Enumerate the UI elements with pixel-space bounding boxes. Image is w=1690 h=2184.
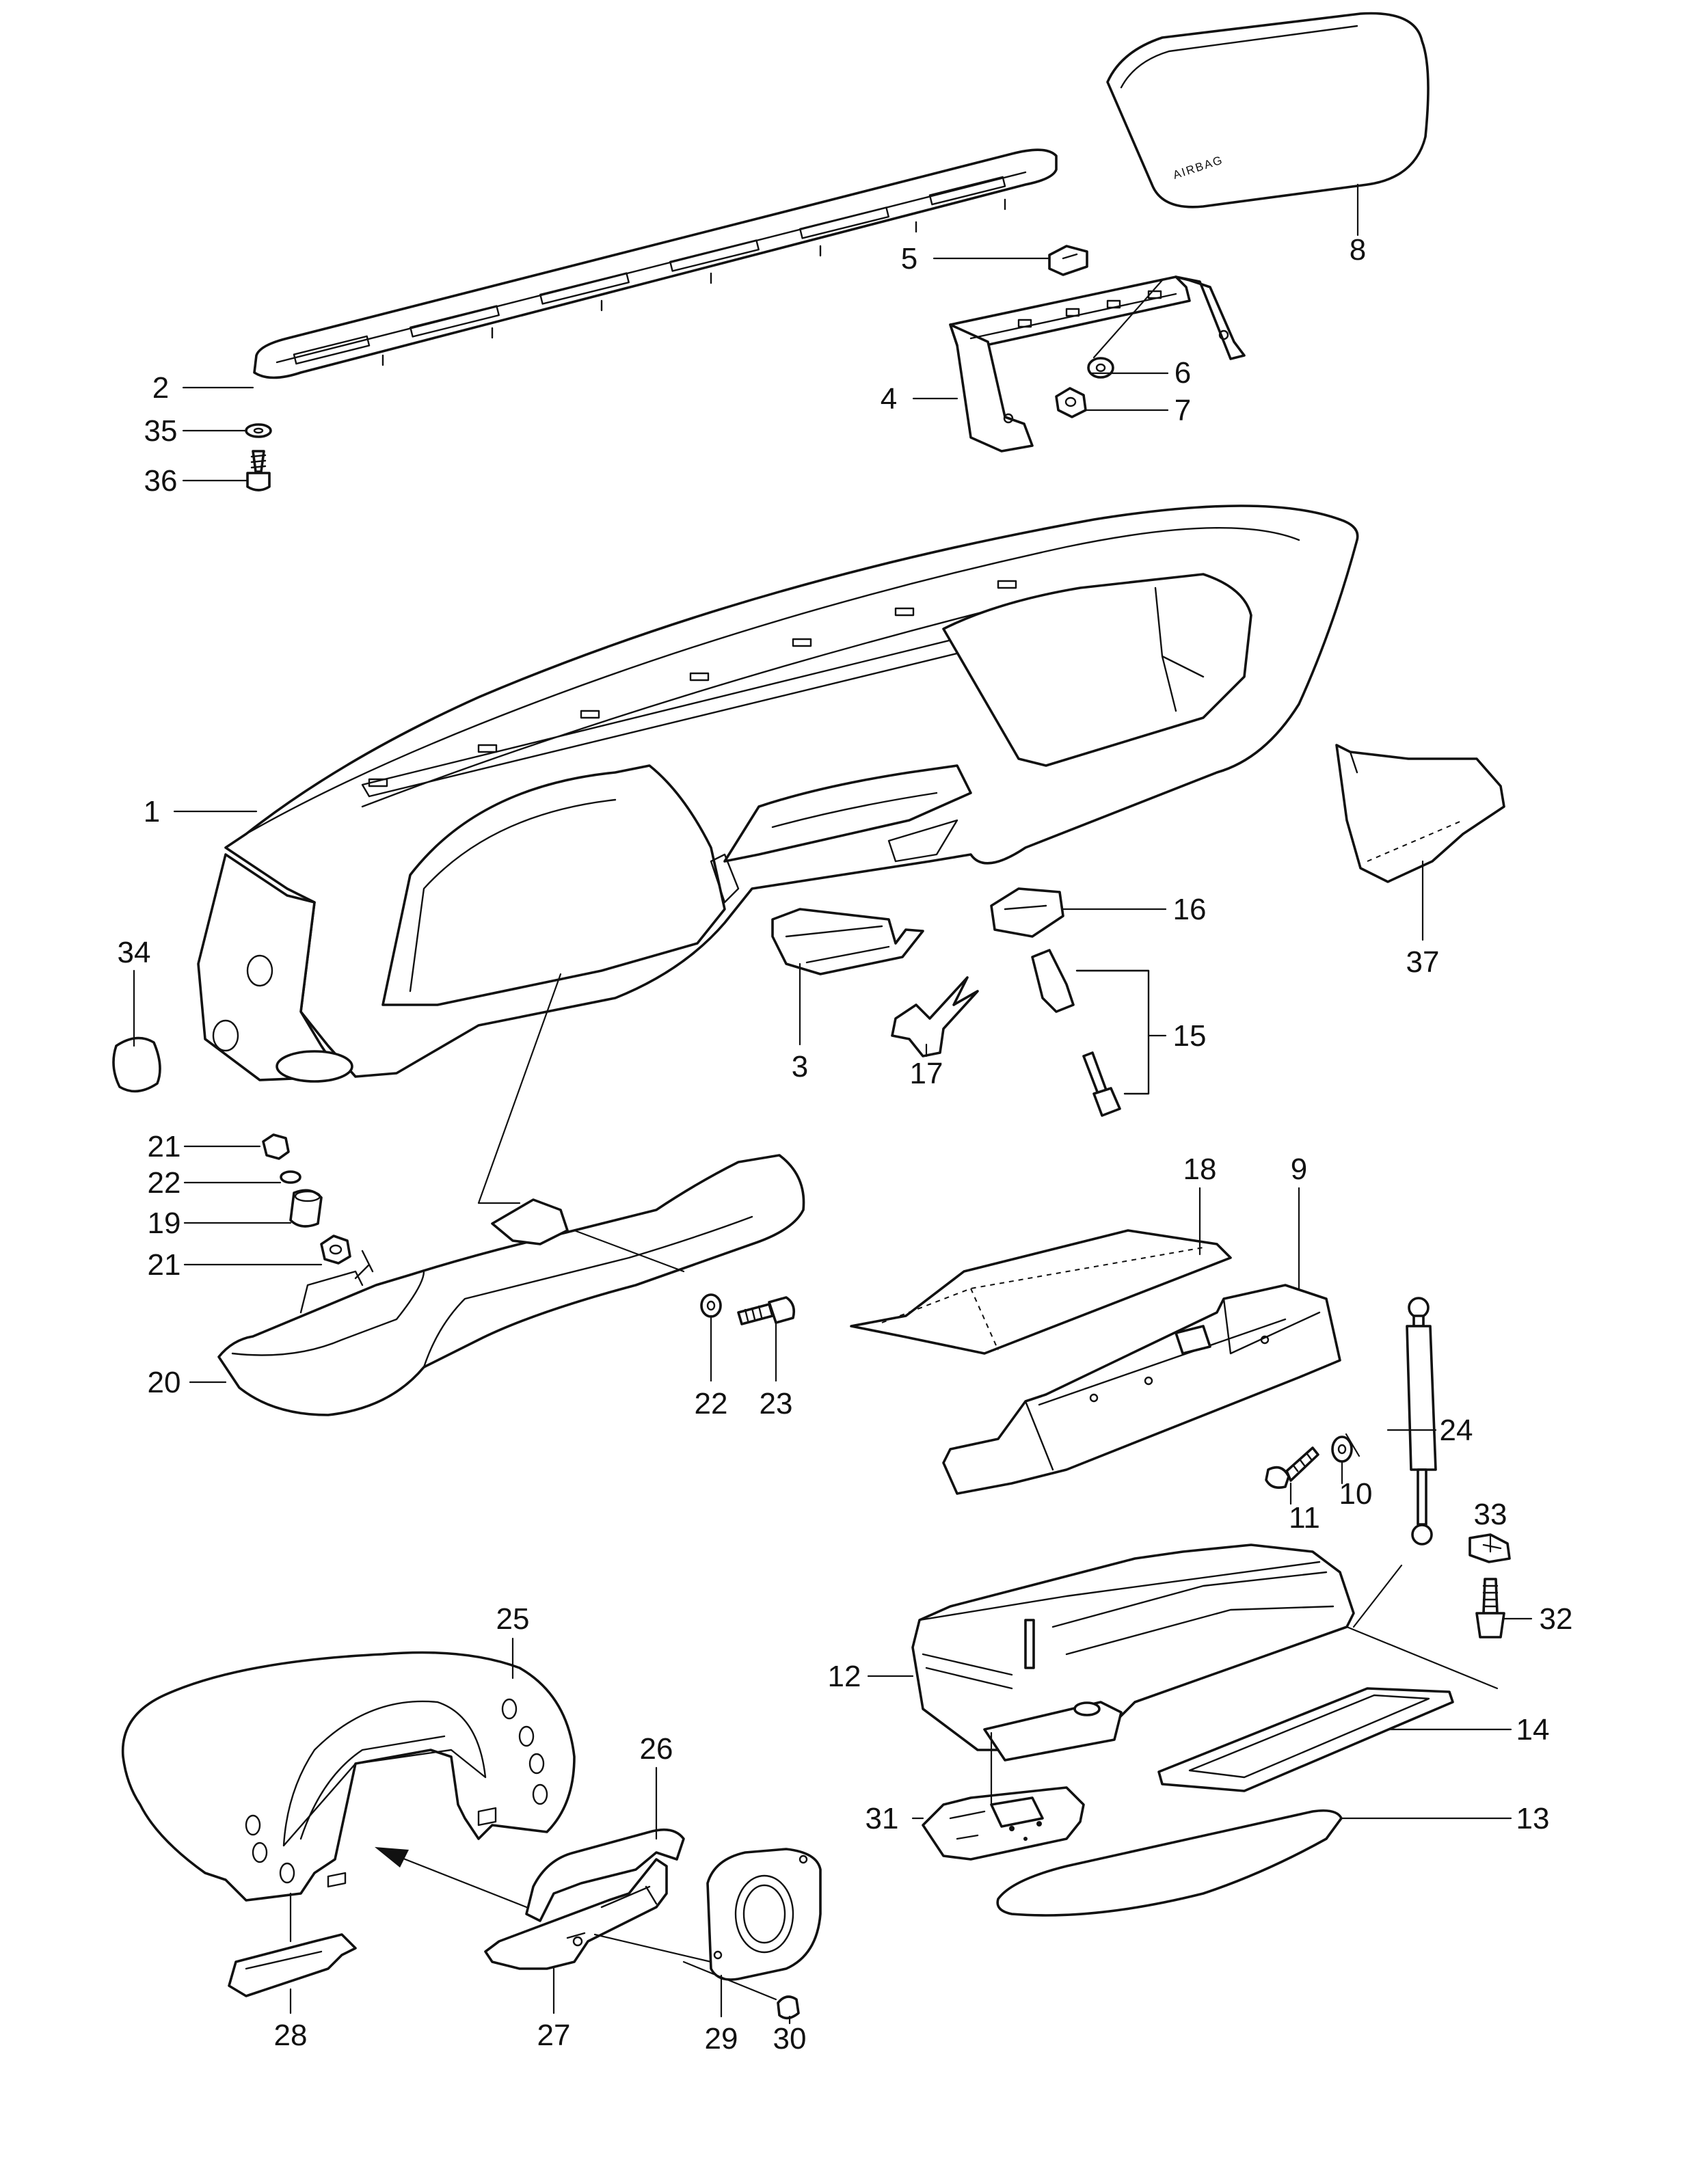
callout-17: 17 [910, 1057, 943, 1090]
callout-22b: 22 [695, 1387, 728, 1420]
callouts: 1 2 3 4 5 6 7 8 9 10 11 12 13 14 15 16 1… [118, 233, 1573, 2055]
callout-27: 27 [537, 2019, 571, 2052]
gas-strut-24 [1406, 1297, 1437, 1546]
liner-18 [850, 1229, 1232, 1355]
callout-29: 29 [705, 2022, 738, 2055]
glovebox-frame-9 [942, 1284, 1341, 1495]
lock-cylinder-15 [1031, 949, 1150, 1117]
callout-37: 37 [1406, 945, 1440, 979]
callout-21b: 21 [148, 1248, 181, 1282]
callout-5: 5 [901, 242, 917, 275]
callout-1: 1 [144, 795, 160, 828]
latch-17 [891, 976, 979, 1057]
trim-strip [253, 148, 1058, 379]
callout-8: 8 [1350, 233, 1366, 267]
screw-11 [1265, 1446, 1319, 1489]
callout-32: 32 [1540, 1602, 1573, 1636]
callout-22a: 22 [148, 1166, 181, 1200]
callout-36: 36 [144, 464, 178, 498]
washer-10 [1331, 1435, 1353, 1463]
callout-11: 11 [1289, 1501, 1320, 1535]
nut-21-top [262, 1133, 290, 1160]
cap-34 [112, 1036, 161, 1093]
callout-13: 13 [1516, 1802, 1550, 1835]
leader-lines [133, 183, 1533, 2025]
screw-36 [246, 450, 271, 491]
bracket-28 [228, 1933, 357, 1997]
lock-housing-31 [922, 1786, 1085, 1861]
callout-23: 23 [760, 1387, 793, 1420]
callout-19: 19 [148, 1206, 181, 1240]
callout-2: 2 [152, 371, 169, 405]
callout-33: 33 [1474, 1498, 1507, 1531]
flap-panel-14 [1157, 1687, 1454, 1792]
bolt-23 [737, 1296, 796, 1325]
clip-5 [1048, 245, 1088, 276]
dashboard-body [197, 504, 1359, 1083]
callout-26: 26 [640, 1732, 673, 1766]
washer-22-top [280, 1170, 301, 1184]
callout-9: 9 [1291, 1152, 1307, 1186]
switch-16 [990, 887, 1064, 938]
callout-24: 24 [1440, 1414, 1473, 1447]
callout-16: 16 [1173, 893, 1207, 926]
callout-28: 28 [274, 2019, 308, 2052]
buffer-32 [1475, 1578, 1505, 1639]
trim-mat-13 [996, 1809, 1343, 1917]
callout-15: 15 [1173, 1019, 1207, 1053]
airbag-cover: AIRBAG [1106, 12, 1430, 208]
airbag-bracket [949, 275, 1246, 453]
callout-4: 4 [881, 382, 897, 416]
callout-30: 30 [773, 2022, 807, 2055]
callout-12: 12 [828, 1660, 861, 1693]
bracket-3 [771, 908, 924, 975]
ring-plate-29 [706, 1848, 822, 1981]
callout-20: 20 [148, 1366, 181, 1399]
callout-31: 31 [866, 1802, 899, 1835]
callout-21a: 21 [148, 1130, 181, 1163]
nut-21-bottom [320, 1235, 351, 1265]
washer-35 [245, 423, 272, 438]
washer-6 [1087, 357, 1114, 379]
callout-3: 3 [792, 1050, 808, 1083]
assembly-arrow [375, 1847, 528, 1909]
callout-18: 18 [1183, 1152, 1217, 1186]
washer-22-side [700, 1293, 722, 1318]
nut-7 [1055, 387, 1087, 418]
callout-35: 35 [144, 414, 178, 448]
callout-34: 34 [118, 936, 151, 969]
lower-panel-20 [217, 1154, 805, 1416]
spacer-19 [289, 1189, 323, 1228]
plug-30 [777, 1995, 800, 2020]
callout-25: 25 [496, 1602, 530, 1636]
callout-6: 6 [1175, 356, 1191, 390]
side-panel-37 [1335, 744, 1505, 883]
glovebox-bin-12 [911, 1543, 1355, 1762]
cowl-trim-26 [525, 1828, 685, 1922]
instrument-cowl-25 [121, 1651, 576, 1902]
callout-10: 10 [1339, 1477, 1373, 1511]
callout-14: 14 [1516, 1713, 1550, 1747]
callout-7: 7 [1175, 394, 1191, 427]
bracket-27 [484, 1858, 668, 1970]
